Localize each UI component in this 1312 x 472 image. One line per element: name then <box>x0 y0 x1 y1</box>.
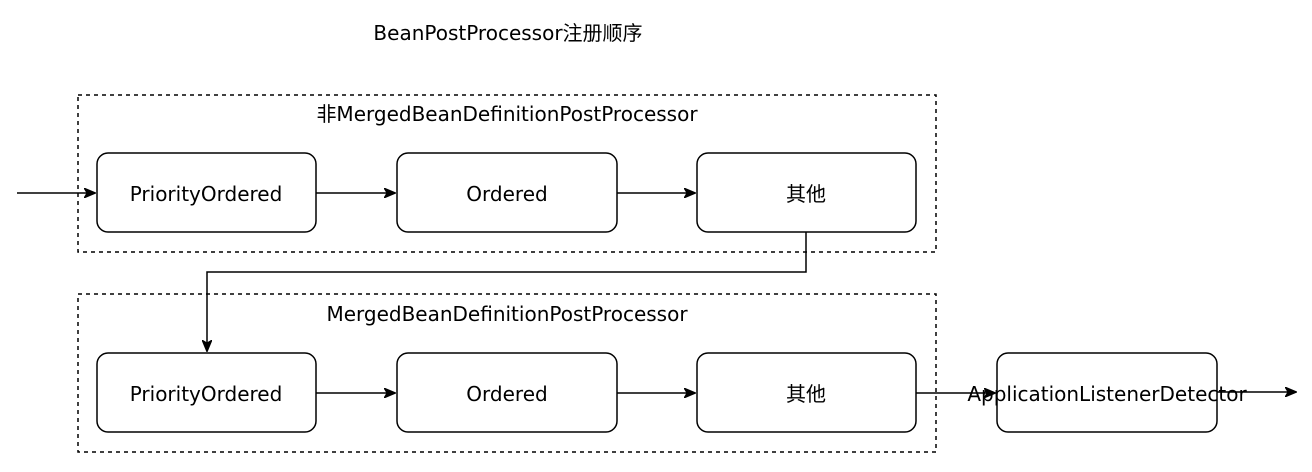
group-non-merged-title: 非MergedBeanDefinitionPostProcessor <box>316 102 698 126</box>
node-g1-priority-ordered-label: PriorityOrdered <box>130 182 283 206</box>
node-g1-other-label: 其他 <box>786 182 826 206</box>
node-g2-ordered-label: Ordered <box>466 382 547 406</box>
node-application-listener-detector-label: ApplicationListenerDetector <box>967 382 1247 406</box>
diagram-title: BeanPostProcessor注册顺序 <box>373 21 642 45</box>
node-g2-other-label: 其他 <box>786 382 826 406</box>
group-non-merged <box>77 94 937 253</box>
node-g1-ordered-label: Ordered <box>466 182 547 206</box>
arrow-g1-other-to-g2-priority <box>207 232 807 351</box>
group-merged-title: MergedBeanDefinitionPostProcessor <box>326 302 688 326</box>
group-merged <box>77 293 937 453</box>
node-g2-priority-ordered-label: PriorityOrdered <box>130 382 283 406</box>
